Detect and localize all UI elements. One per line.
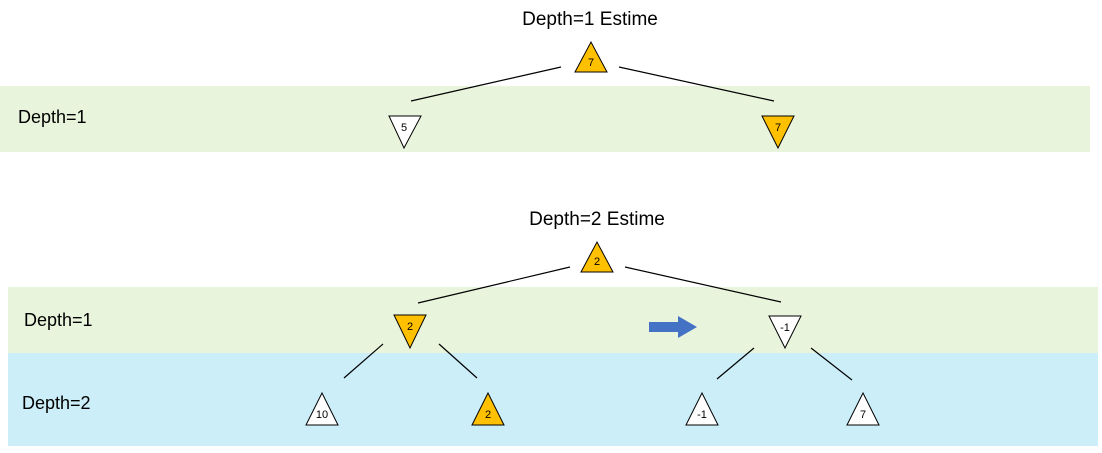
tree2-title: Depth=2 Estime: [529, 209, 665, 230]
tree2-depth2-label: Depth=2: [22, 393, 91, 413]
tree2-edge-root-right: [624, 266, 782, 303]
tree2-depth1-band: [8, 287, 1098, 353]
node-value: 7: [860, 409, 866, 421]
arrow-right-icon: [649, 316, 697, 338]
tree1-title: Depth=1 Estime: [522, 9, 658, 30]
max-node-triangle: [574, 40, 608, 73]
max-node-triangle: [580, 240, 614, 273]
min-node-triangle: [761, 115, 795, 150]
tree2-depth2-node-a: 10: [305, 391, 339, 426]
arrow-right-shape: [649, 316, 697, 338]
node-value: 7: [588, 57, 594, 69]
tree2-depth2-node-b: 2: [471, 391, 505, 426]
tree1-depth1-label: Depth=1: [18, 107, 87, 127]
tree2-depth2-band: [8, 353, 1098, 446]
tree2-depth1-right-node: -1: [768, 315, 802, 350]
tree2-edge-right-d: [810, 347, 853, 381]
max-node-triangle: [305, 391, 339, 426]
tree1-edge-root-left: [410, 66, 562, 102]
node-value: 5: [401, 122, 407, 134]
tree2-depth2-node-c: -1: [685, 391, 719, 426]
tree1-root-node: 7: [574, 40, 608, 73]
min-node-triangle: [393, 314, 427, 350]
node-value: 7: [775, 122, 781, 134]
node-value: 10: [316, 409, 328, 421]
node-value: 2: [407, 321, 413, 333]
tree2-depth1-left-node: 2: [393, 314, 427, 350]
tree2-edge-root-left: [417, 266, 571, 304]
min-node-triangle: [768, 315, 802, 350]
max-node-triangle: [471, 391, 505, 426]
tree1-depth1-right-node: 7: [761, 115, 795, 150]
tree1-depth1-band: [0, 86, 1090, 152]
max-node-triangle: [685, 391, 719, 426]
tree2-edge-left-a: [343, 343, 384, 379]
node-value: -1: [697, 409, 707, 421]
tree1-depth1-left-node: 5: [388, 115, 422, 150]
tree2-depth1-label: Depth=1: [24, 310, 93, 330]
node-value: -1: [780, 322, 790, 334]
node-value: 2: [485, 409, 491, 421]
tree2-edge-left-b: [438, 343, 478, 379]
node-value: 2: [594, 256, 600, 268]
tree2-edge-right-c: [716, 347, 755, 380]
tree2-depth2-node-d: 7: [846, 391, 880, 426]
max-node-triangle: [846, 391, 880, 426]
min-node-triangle: [388, 115, 422, 150]
tree1-edge-root-right: [618, 66, 775, 102]
tree2-root-node: 2: [580, 240, 614, 273]
